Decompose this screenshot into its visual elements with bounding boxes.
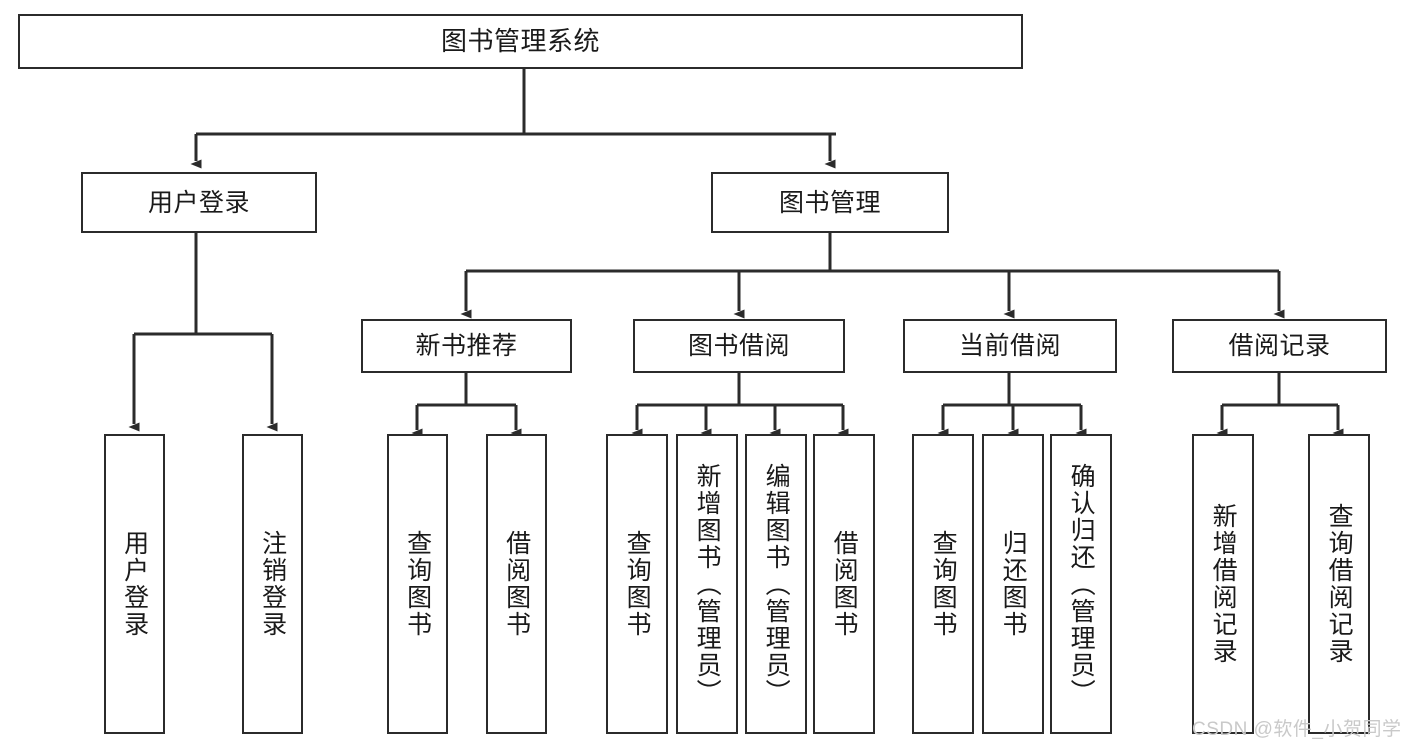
node-root-label: 图书管理系统: [440, 25, 600, 56]
node-leaf-borrow-book-2-label: 借阅图书: [830, 530, 859, 638]
node-user-login[interactable]: 用户登录: [81, 172, 317, 233]
node-leaf-query-record-label: 查询借阅记录: [1325, 503, 1354, 665]
node-leaf-logout-login-label: 注销登录: [258, 530, 287, 638]
node-leaf-query-book-3[interactable]: 查询图书: [912, 434, 974, 734]
node-user-login-label: 用户登录: [147, 188, 250, 217]
node-leaf-query-book-1[interactable]: 查询图书: [387, 434, 448, 734]
node-leaf-query-record[interactable]: 查询借阅记录: [1308, 434, 1370, 734]
node-leaf-edit-book-label: 编辑图书（管理员）: [762, 462, 791, 706]
node-book-borrow[interactable]: 图书借阅: [633, 319, 845, 373]
node-leaf-borrow-book-1-label: 借阅图书: [502, 530, 531, 638]
node-leaf-query-book-2[interactable]: 查询图书: [606, 434, 668, 734]
node-leaf-return-book[interactable]: 归还图书: [982, 434, 1044, 734]
node-leaf-borrow-book-2[interactable]: 借阅图书: [813, 434, 875, 734]
node-borrow-record-label: 借阅记录: [1228, 332, 1331, 360]
node-book-borrow-label: 图书借阅: [687, 332, 790, 360]
node-book-manage-label: 图书管理: [778, 188, 881, 217]
node-leaf-user-login[interactable]: 用户登录: [104, 434, 165, 734]
node-leaf-add-book-label: 新增图书（管理员）: [693, 462, 722, 706]
node-leaf-confirm-return[interactable]: 确认归还（管理员）: [1050, 434, 1112, 734]
node-leaf-edit-book[interactable]: 编辑图书（管理员）: [745, 434, 807, 734]
node-leaf-user-login-label: 用户登录: [120, 530, 149, 638]
node-leaf-query-book-2-label: 查询图书: [623, 530, 652, 638]
node-leaf-add-book[interactable]: 新增图书（管理员）: [676, 434, 738, 734]
node-current-borrow-label: 当前借阅: [958, 332, 1061, 360]
node-current-borrow[interactable]: 当前借阅: [903, 319, 1117, 373]
node-leaf-logout-login[interactable]: 注销登录: [242, 434, 303, 734]
node-book-manage[interactable]: 图书管理: [711, 172, 949, 233]
node-leaf-query-book-1-label: 查询图书: [403, 530, 432, 638]
node-leaf-borrow-book-1[interactable]: 借阅图书: [486, 434, 547, 734]
node-borrow-record[interactable]: 借阅记录: [1172, 319, 1387, 373]
node-leaf-add-record-label: 新增借阅记录: [1209, 503, 1238, 665]
node-leaf-confirm-return-label: 确认归还（管理员）: [1067, 462, 1096, 706]
node-leaf-return-book-label: 归还图书: [999, 530, 1028, 638]
node-leaf-query-book-3-label: 查询图书: [929, 530, 958, 638]
node-new-book-recommend-label: 新书推荐: [415, 332, 518, 360]
node-leaf-add-record[interactable]: 新增借阅记录: [1192, 434, 1254, 734]
node-new-book-recommend[interactable]: 新书推荐: [361, 319, 572, 373]
node-root[interactable]: 图书管理系统: [18, 14, 1023, 69]
